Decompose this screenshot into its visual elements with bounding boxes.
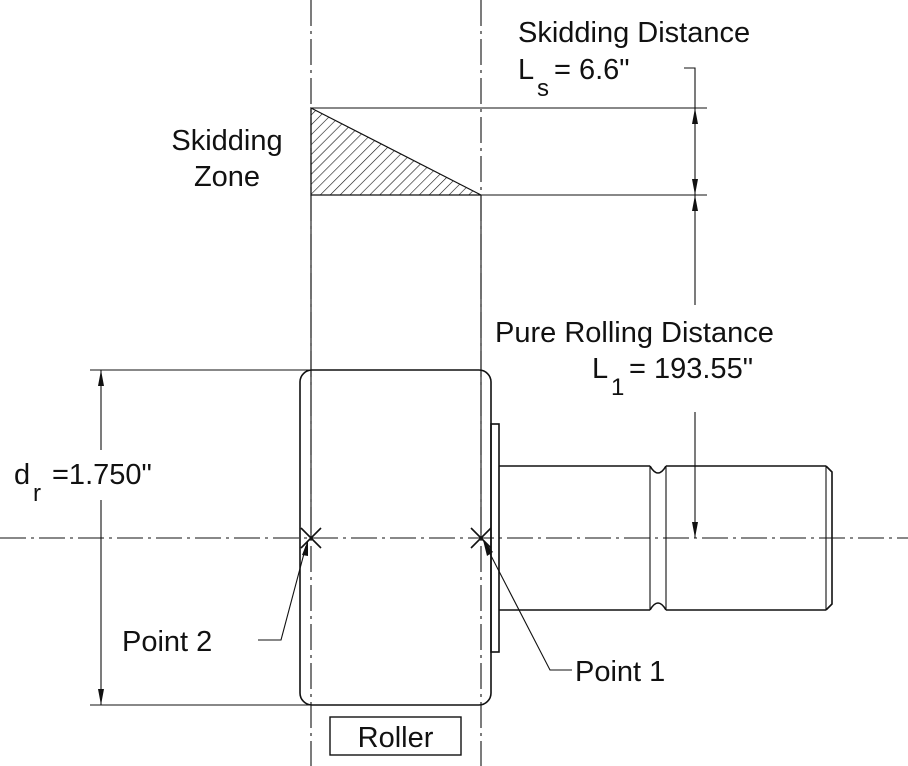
roller-label: Roller bbox=[358, 722, 434, 754]
point-1-leader bbox=[485, 545, 572, 671]
dia-arrow-top bbox=[98, 370, 104, 386]
point-2-arrowhead bbox=[302, 540, 308, 556]
point-1-arrowhead bbox=[483, 540, 493, 556]
skid-arrow-bottom bbox=[692, 179, 698, 195]
stud bbox=[498, 465, 833, 611]
pure-rolling-title: Pure Rolling Distance bbox=[495, 317, 774, 349]
skidding-zone-line1: Skidding bbox=[171, 125, 282, 157]
roller-diameter-symbol: d bbox=[14, 459, 30, 491]
skidding-distance-title: Skidding Distance bbox=[518, 17, 750, 49]
pure-rolling-value: = 193.55" bbox=[629, 353, 753, 385]
roller-diameter-value: =1.750" bbox=[52, 459, 152, 491]
skid-label-leader bbox=[684, 67, 696, 108]
skidding-zone-hatch bbox=[310, 107, 482, 196]
roller-label-box bbox=[329, 716, 462, 756]
skidding-distance-symbol: L bbox=[518, 54, 534, 86]
point-2-marker bbox=[300, 527, 322, 549]
rolling-arrow-bottom bbox=[692, 522, 698, 538]
skid-arrow-top bbox=[692, 108, 698, 124]
skidding-zone-line2: Zone bbox=[194, 161, 260, 193]
skidding-distance-subscript: s bbox=[537, 75, 549, 102]
point-2-leader bbox=[258, 545, 307, 641]
roller-diameter-subscript: r bbox=[33, 480, 41, 507]
skidding-distance-value: = 6.6" bbox=[554, 54, 630, 86]
point-1-marker bbox=[470, 527, 492, 549]
pure-rolling-subscript: 1 bbox=[611, 374, 624, 401]
dia-arrow-bottom bbox=[98, 689, 104, 705]
pure-rolling-symbol: L bbox=[592, 353, 608, 385]
rolling-arrow-top bbox=[692, 195, 698, 211]
point-2-label: Point 2 bbox=[122, 626, 212, 658]
point-1-label: Point 1 bbox=[575, 656, 665, 688]
